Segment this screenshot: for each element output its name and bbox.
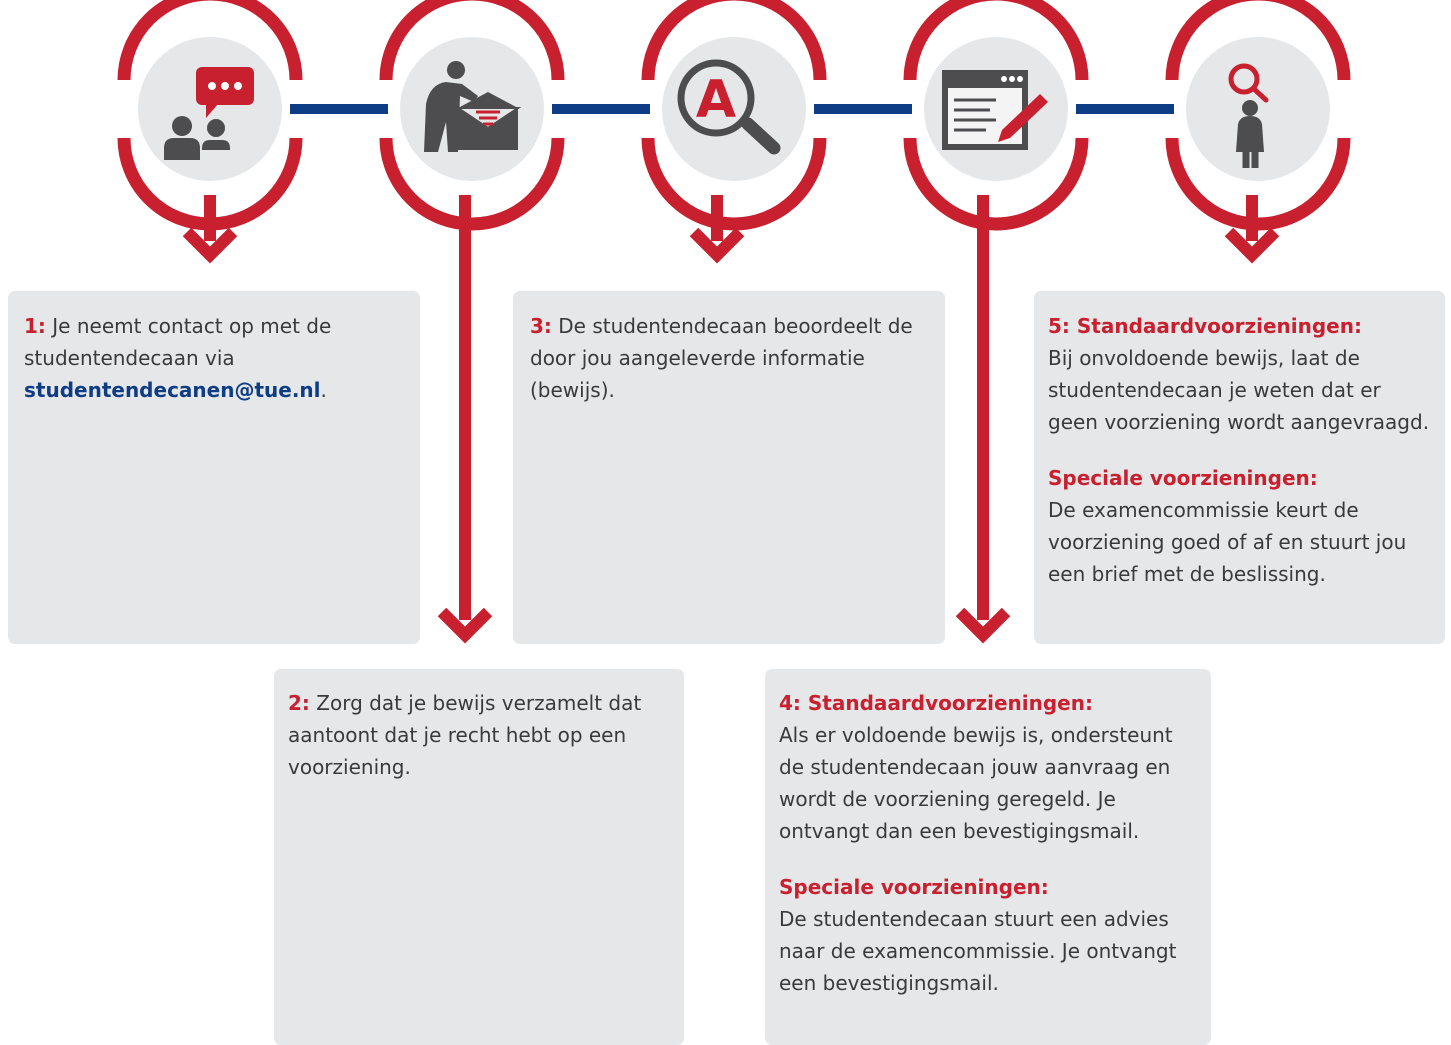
step-4-standard-heading: 4: Standaardvoorzieningen: bbox=[779, 691, 1093, 715]
step-2-box: 2: Zorg dat je bewijs verzamelt dat aant… bbox=[274, 669, 684, 1045]
step-2-body: Zorg dat je bewijs verzamelt dat aantoon… bbox=[288, 691, 642, 779]
step-3-box: 3: De studentendecaan beoordeelt de door… bbox=[513, 291, 945, 644]
step-5-stem bbox=[1246, 195, 1258, 241]
step-3-ring-bottom bbox=[641, 137, 827, 231]
step-2-text: 2: Zorg dat je bewijs verzamelt dat aant… bbox=[288, 687, 670, 783]
step-5-special-text: De examencommissie keurt de voorziening … bbox=[1048, 498, 1407, 586]
step-5-circle bbox=[1186, 37, 1330, 181]
step-3-stem bbox=[711, 195, 723, 241]
step-5-arrow-down-icon bbox=[1224, 227, 1280, 264]
step-1-node bbox=[117, 0, 303, 264]
step-2-arrow-down-icon bbox=[437, 607, 493, 644]
step-3-arrow-down-icon bbox=[689, 227, 745, 264]
step-2-ring-bottom bbox=[379, 137, 565, 231]
step-1-text-before: Je neemt contact op met de studentendeca… bbox=[24, 314, 332, 370]
step-5-special-heading: Speciale voorzieningen: bbox=[1048, 466, 1318, 490]
step-1-text-after: . bbox=[320, 378, 327, 402]
step-1-ring-top bbox=[117, 0, 303, 81]
step-1-text: 1: Je neemt contact op met de studentend… bbox=[24, 310, 406, 406]
step-4-arrow-down-icon bbox=[955, 607, 1011, 644]
step-4-box: 4: Standaardvoorzieningen: Als er voldoe… bbox=[765, 669, 1211, 1045]
email-link[interactable]: studentendecanen@tue.nl bbox=[24, 378, 321, 402]
step-5-ring-top bbox=[1165, 0, 1351, 81]
magnifier-a-icon: A bbox=[677, 59, 781, 155]
step-4-special-text: De studentendecaan stuurt een advies naa… bbox=[779, 907, 1177, 995]
businessman-envelope-icon bbox=[424, 61, 522, 152]
step-1-box: 1: Je neemt contact op met de studentend… bbox=[8, 291, 420, 644]
step-3-node: A bbox=[641, 0, 827, 264]
chat-people-icon bbox=[164, 67, 254, 160]
step-5-standard-heading: 5: Standaardvoorzieningen: bbox=[1048, 314, 1362, 338]
document-pencil-icon bbox=[942, 70, 1048, 150]
step-5-node bbox=[1165, 0, 1351, 264]
connector-lines bbox=[290, 104, 1174, 114]
step-3-text: 3: De studentendecaan beoordeelt de door… bbox=[530, 310, 931, 406]
step-1-stem bbox=[204, 195, 216, 241]
step-4-node bbox=[903, 0, 1089, 644]
connector-1-2 bbox=[290, 104, 388, 114]
step-4-ring-top bbox=[903, 0, 1089, 81]
step-2-node bbox=[379, 0, 565, 644]
step-2-number: 2: bbox=[288, 691, 310, 715]
step-4-stem bbox=[977, 195, 989, 620]
step-2-stem bbox=[459, 195, 471, 620]
step-4-standard-text: Als er voldoende bewijs is, ondersteunt … bbox=[779, 723, 1173, 843]
step-5-standard-text: Bij onvoldoende bewijs, laat de studente… bbox=[1048, 346, 1430, 434]
connector-4-5 bbox=[1076, 104, 1174, 114]
step-1-arrow-down-icon bbox=[182, 227, 238, 264]
connector-3-4 bbox=[814, 104, 912, 114]
svg-text:A: A bbox=[696, 70, 736, 130]
step-4-ring-bottom bbox=[903, 137, 1089, 231]
step-3-number: 3: bbox=[530, 314, 552, 338]
connector-2-3 bbox=[552, 104, 650, 114]
step-1-number: 1: bbox=[24, 314, 46, 338]
step-2-ring-top bbox=[379, 0, 565, 81]
step-3-body: De studentendecaan beoordeelt de door jo… bbox=[530, 314, 913, 402]
person-magnifier-icon bbox=[1228, 63, 1269, 168]
step-4-special-heading: Speciale voorzieningen: bbox=[779, 875, 1049, 899]
step-5-box: 5: Standaardvoorzieningen: Bij onvoldoen… bbox=[1034, 291, 1445, 644]
step-3-ring-top bbox=[641, 0, 827, 81]
